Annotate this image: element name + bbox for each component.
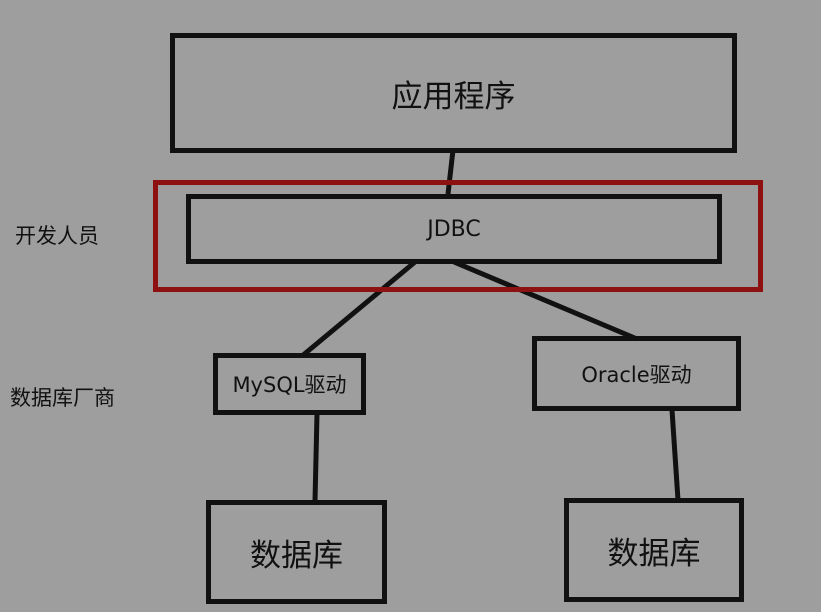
jdbc-label: JDBC [427,216,481,242]
mysql-driver-box: MySQL驱动 [213,353,366,415]
database-right-box: 数据库 [564,498,744,602]
developer-label: 开发人员 [15,224,99,248]
oracle-driver-box: Oracle驱动 [532,336,741,411]
database-vendor-label: 数据库厂商 [10,386,115,410]
oracle-to-database-connector [669,409,681,501]
database-left-label: 数据库 [250,537,343,574]
database-right-label: 数据库 [607,535,701,572]
mysql-driver-label: MySQL驱动 [232,373,347,397]
jdbc-box: JDBC [186,194,722,264]
application-label: 应用程序 [391,78,516,115]
application-box: 应用程序 [170,33,737,153]
developer-highlight-frame [153,180,763,292]
database-left-box: 数据库 [206,500,387,604]
oracle-driver-label: Oracle驱动 [581,362,692,387]
mysql-to-database-connector [312,413,320,502]
